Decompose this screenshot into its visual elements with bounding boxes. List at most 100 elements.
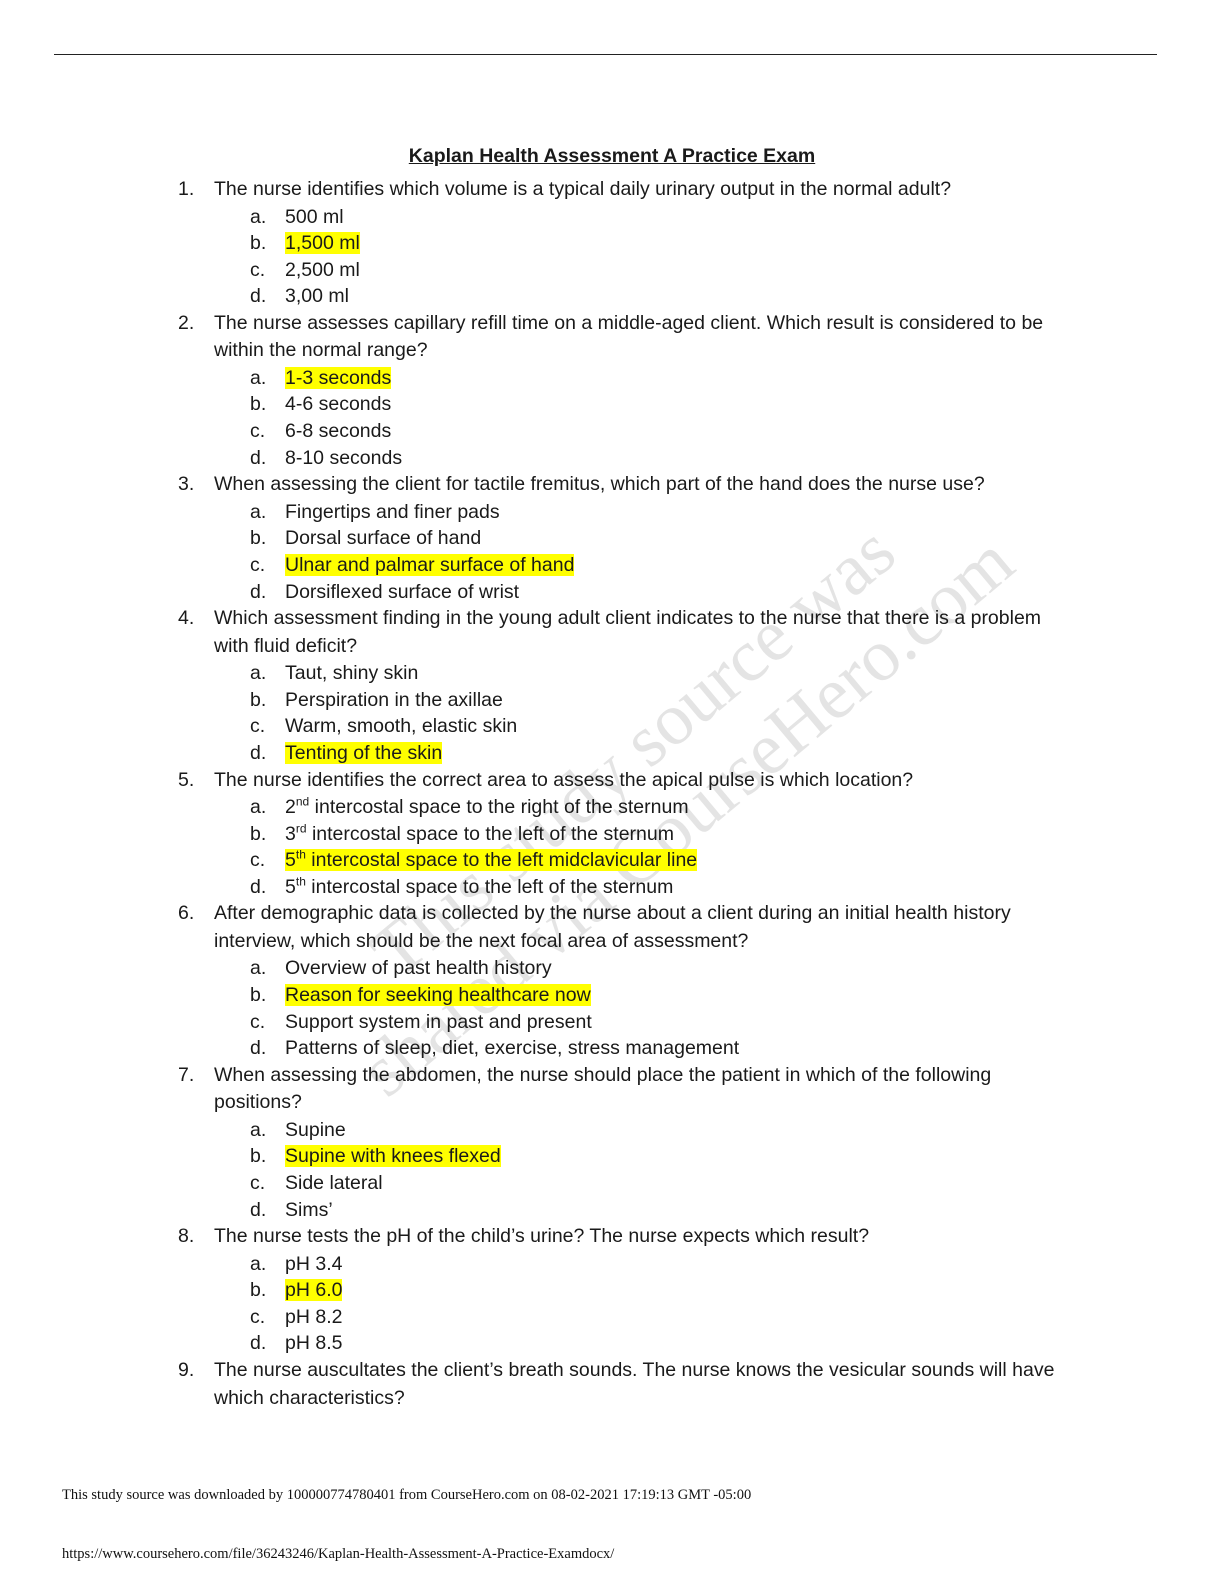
option-text-wrap: Sims’ <box>285 1199 333 1221</box>
option-text-wrap: Support system in past and present <box>285 1011 592 1033</box>
answer-option: c. Side lateral <box>214 1170 1074 1197</box>
option-text: Reason for seeking healthcare now <box>285 983 591 1006</box>
option-text-wrap: Side lateral <box>285 1172 383 1194</box>
option-ordinal-number: 3 <box>285 822 296 845</box>
option-letter: c. <box>250 258 266 281</box>
option-text-wrap: Taut, shiny skin <box>285 662 418 684</box>
question-text: When assessing the abdomen, the nurse sh… <box>214 1063 992 1114</box>
option-text-wrap: 4-6 seconds <box>285 393 391 415</box>
option-text: intercostal space to the right of the st… <box>309 796 689 818</box>
option-text: Dorsiflexed surface of wrist <box>285 580 520 603</box>
option-letter: a. <box>250 1118 267 1141</box>
question-item: 6.After demographic data is collected by… <box>0 900 1074 1061</box>
option-text-wrap: 6-8 seconds <box>285 420 391 442</box>
answer-option-correct: b. Reason for seeking healthcare now <box>214 982 1074 1009</box>
answer-option-correct: b.pH 6.0 <box>214 1277 1074 1304</box>
answer-option: a.500 ml <box>214 204 1074 231</box>
option-text-wrap: Supine <box>285 1119 346 1141</box>
answer-option-correct: c.Ulnar and palmar surface of hand <box>214 552 1074 579</box>
option-text: pH 3.4 <box>285 1252 343 1275</box>
question-item: 1.The nurse identifies which volume is a… <box>0 176 1074 310</box>
option-text-wrap: 500 ml <box>285 206 344 228</box>
question-number: 3. <box>178 473 195 496</box>
question-text: The nurse auscultates the client’s breat… <box>214 1359 1055 1409</box>
option-text: Dorsal surface of hand <box>285 527 482 550</box>
option-letter: d. <box>250 580 267 603</box>
answer-option: a. Supine <box>214 1117 1074 1144</box>
option-text: 1-3 seconds <box>285 366 392 389</box>
option-text: Taut, shiny skin <box>285 662 419 685</box>
question-number: 4. <box>178 607 195 630</box>
answer-option: b.4-6 seconds <box>214 391 1074 418</box>
question-number: 5. <box>178 768 195 791</box>
question-item: 2.The nurse assesses capillary refill ti… <box>0 310 1074 471</box>
footer-download-note: This study source was downloaded by 1000… <box>62 1487 752 1503</box>
question-item: 9.The nurse auscultates the client’s bre… <box>0 1357 1074 1412</box>
answer-option: d. Sims’ <box>214 1197 1074 1224</box>
answer-option: d.3,00 ml <box>214 283 1074 310</box>
option-letter: c. <box>250 420 266 443</box>
option-letter: a. <box>250 366 267 389</box>
option-letter: b. <box>250 822 267 845</box>
answer-option: a.Taut, shiny skin <box>214 660 1074 687</box>
option-text-wrap: Dorsal surface of hand <box>285 527 481 549</box>
answer-option: a.pH 3.4 <box>214 1251 1074 1278</box>
option-letter: c. <box>250 1010 266 1033</box>
option-list: a.2nd intercostal space to the right of … <box>214 794 1074 900</box>
option-text-wrap: 3rd intercostal space to the left of the… <box>285 821 674 845</box>
question-text: After demographic data is collected by t… <box>214 902 1011 952</box>
option-ordinal-suffix: rd <box>295 821 307 836</box>
option-text: pH 8.2 <box>285 1305 343 1328</box>
option-text-wrap: Warm, smooth, elastic skin <box>285 715 517 737</box>
option-text-wrap: 3,00 ml <box>285 285 349 307</box>
question-text: When assessing the client for tactile fr… <box>214 473 985 496</box>
question-number: 8. <box>178 1225 195 1248</box>
option-text-wrap: Overview of past health history <box>285 957 552 979</box>
option-text-wrap: pH 8.2 <box>285 1306 342 1328</box>
answer-option: a.2nd intercostal space to the right of … <box>214 794 1074 821</box>
answer-option: d. 8-10 seconds <box>214 445 1074 472</box>
option-ordinal-number: 5 <box>285 875 296 898</box>
option-text: 4-6 seconds <box>285 393 392 416</box>
answer-option: d.5th intercostal space to the left of t… <box>214 874 1074 901</box>
footer-url-link[interactable]: https://www.coursehero.com/file/36243246… <box>62 1546 615 1562</box>
answer-option: c.Warm, smooth, elastic skin <box>214 713 1074 740</box>
question-text: The nurse identifies which volume is a t… <box>214 178 952 200</box>
answer-option: d.pH 8.5 <box>214 1330 1074 1357</box>
option-letter: b. <box>250 527 267 550</box>
option-text: Perspiration in the axillae <box>285 688 503 711</box>
document-title: Kaplan Health Assessment A Practice Exam <box>408 145 816 167</box>
answer-option-correct: d.Tenting of the skin <box>214 740 1074 767</box>
option-text-wrap: 2nd intercostal space to the right of th… <box>285 794 689 819</box>
option-text-wrap: pH 3.4 <box>285 1253 342 1275</box>
option-text-wrap: 5th intercostal space to the left midcla… <box>285 849 698 872</box>
answer-option: c. 2,500 ml <box>214 257 1074 284</box>
option-text: 2,500 ml <box>285 258 360 281</box>
option-text-wrap: Tenting of the skin <box>285 741 443 764</box>
option-text-wrap: 5th intercostal space to the left of the… <box>285 875 673 898</box>
option-letter: d. <box>250 1198 267 1221</box>
option-text: pH 6.0 <box>285 1279 343 1302</box>
document-body: Kaplan Health Assessment A Practice Exam… <box>0 140 1224 1412</box>
answer-option-correct: b.Supine with knees flexed <box>214 1143 1074 1170</box>
answer-option-correct: a. 1-3 seconds <box>214 365 1074 392</box>
option-text: Side lateral <box>285 1171 383 1194</box>
option-text: Sims’ <box>285 1198 333 1221</box>
option-text: Tenting of the skin <box>285 741 443 764</box>
option-letter: d. <box>250 446 267 469</box>
question-item: 7.When assessing the abdomen, the nurse … <box>0 1062 1074 1223</box>
question-item: 4.Which assessment finding in the young … <box>0 605 1074 766</box>
option-letter: c. <box>250 1171 266 1194</box>
option-letter: c. <box>250 553 266 576</box>
option-text-wrap: 8-10 seconds <box>285 447 402 469</box>
question-text: The nurse tests the pH of the child’s ur… <box>214 1225 870 1248</box>
answer-option: d. Dorsiflexed surface of wrist <box>214 579 1074 606</box>
option-text-wrap: pH 6.0 <box>285 1279 343 1302</box>
option-letter: b. <box>250 983 267 1006</box>
option-text-wrap: 1-3 seconds <box>285 366 392 389</box>
option-ordinal-suffix: nd <box>295 794 310 809</box>
